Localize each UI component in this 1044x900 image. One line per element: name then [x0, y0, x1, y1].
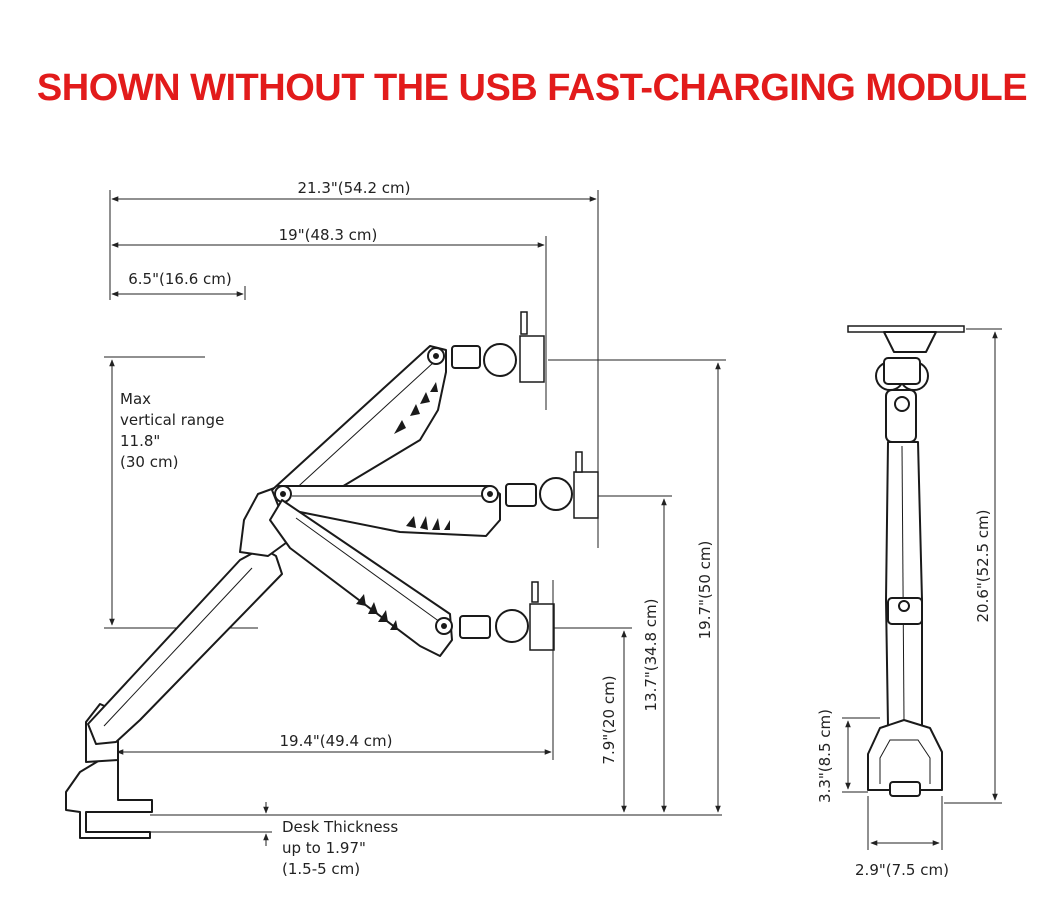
clamp-height-label: 3.3"(8.5 cm)	[816, 709, 834, 803]
vesa-reach-dimension: 19"(48.3 cm)	[111, 226, 547, 306]
max-height-dimension: 19.7"(50 cm)	[548, 359, 726, 813]
clamp-width-label: 2.9"(7.5 cm)	[855, 861, 949, 879]
max-height-label: 19.7"(50 cm)	[696, 541, 714, 640]
vesa-reach-label: 19"(48.3 cm)	[279, 226, 378, 244]
vertical-range-line4: (30 cm)	[120, 453, 178, 471]
desk-thickness-dimension: Desk Thickness up to 1.97" (1.5-5 cm)	[150, 802, 398, 878]
mid-height-dimension: 13.7"(34.8 cm)	[598, 495, 672, 813]
side-desk-clamp	[867, 719, 943, 791]
low-height-dimension: 7.9"(20 cm)	[552, 627, 632, 813]
mid-height-label: 13.7"(34.8 cm)	[642, 598, 660, 711]
min-offset-label: 6.5"(16.6 cm)	[128, 270, 231, 288]
upper-monitor-plate	[519, 335, 545, 383]
front-view-arm	[65, 306, 599, 839]
vertical-range-dimension: Max vertical range 11.8" (30 cm)	[104, 356, 258, 629]
middle-monitor-plate	[573, 471, 599, 519]
lower-reach-label: 19.4"(49.4 cm)	[279, 732, 392, 750]
desk-thickness-line2: up to 1.97"	[282, 839, 366, 857]
clamp-width-dimension: 2.9"(7.5 cm)	[855, 796, 949, 879]
side-total-height-dimension: 20.6"(52.5 cm)	[944, 328, 1002, 804]
min-offset-dimension: 6.5"(16.6 cm)	[111, 270, 246, 300]
vertical-range-line1: Max	[120, 390, 151, 408]
clamp-height-dimension: 3.3"(8.5 cm)	[816, 709, 880, 803]
lower-position-arm	[269, 499, 453, 657]
vertical-range-line3: 11.8"	[120, 432, 160, 450]
side-view-arm	[847, 325, 965, 797]
side-total-height-label: 20.6"(52.5 cm)	[974, 509, 992, 622]
overall-reach-label: 21.3"(54.2 cm)	[297, 179, 410, 197]
vertical-range-line2: vertical range	[120, 411, 224, 429]
desk-clamp	[65, 757, 153, 839]
lower-support-arm	[87, 547, 283, 745]
lower-monitor-plate	[529, 603, 555, 651]
desk-thickness-line3: (1.5-5 cm)	[282, 860, 360, 878]
desk-thickness-line1: Desk Thickness	[282, 818, 398, 836]
headline: SHOWN WITHOUT THE USB FAST-CHARGING MODU…	[37, 67, 1027, 109]
low-height-label: 7.9"(20 cm)	[600, 675, 618, 764]
